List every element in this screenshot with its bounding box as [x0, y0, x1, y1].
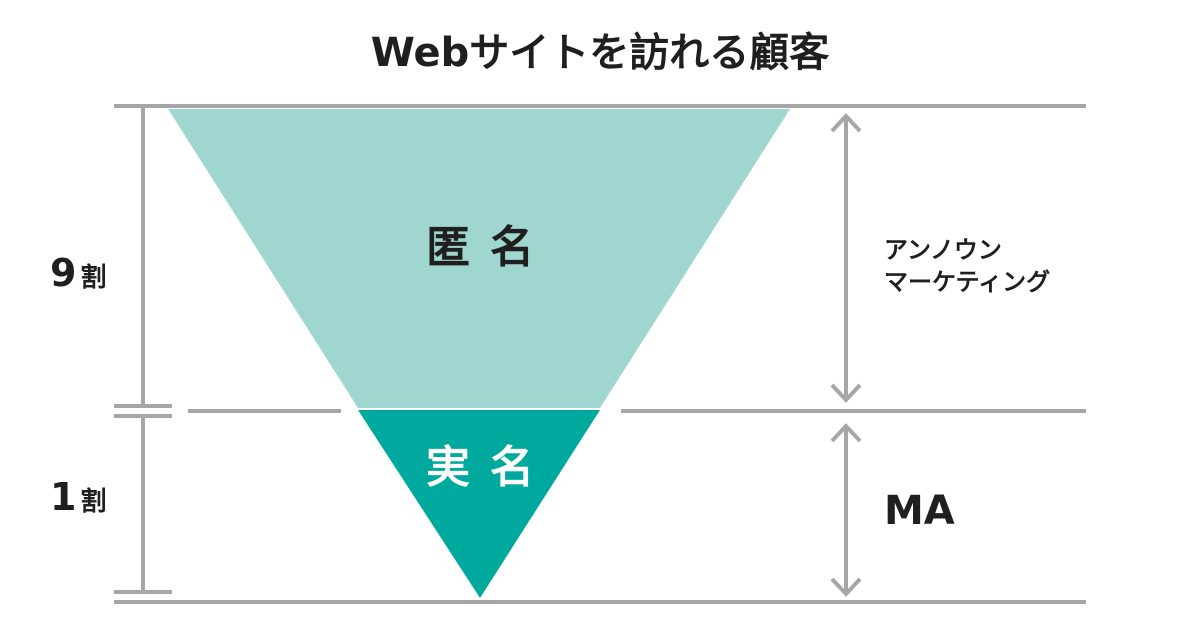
anonymous-label: 匿名: [426, 222, 554, 273]
lower-range-arrow: [830, 423, 862, 597]
lower-share-unit: 割: [80, 486, 106, 517]
upper-range-arrow: [830, 113, 862, 403]
upper-share-unit: 割: [80, 262, 106, 293]
unknown-marketing-label: アンノウン マーケティング: [884, 236, 1050, 296]
lower-share-number: 1: [50, 475, 76, 519]
unknown-marketing-line-1: アンノウン: [884, 236, 1002, 264]
unknown-marketing-line-2: マーケティング: [884, 268, 1050, 296]
identified-region: [358, 410, 600, 598]
upper-share-number: 9: [50, 251, 76, 295]
anonymous-region: [168, 109, 790, 408]
diagram-title: Webサイトを訪れる顧客: [371, 30, 829, 76]
identified-label: 実名: [426, 442, 554, 493]
ma-label: MA: [884, 488, 955, 534]
